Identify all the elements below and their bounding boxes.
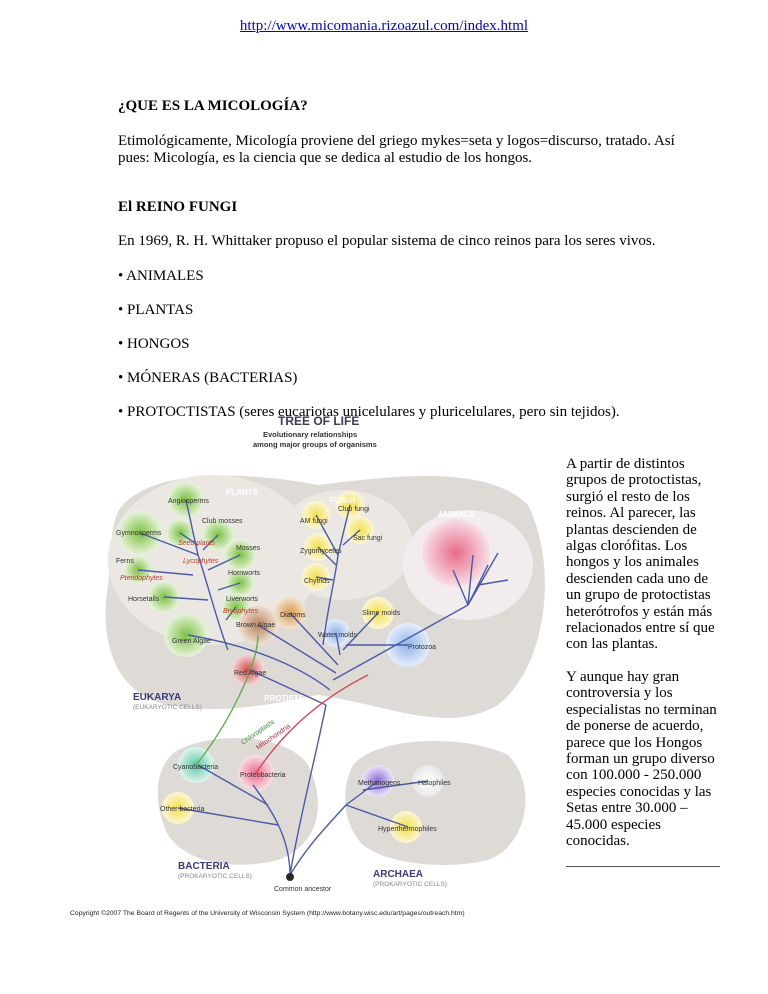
label-am-fungi: AM fungi <box>300 518 328 525</box>
label-seed-plants: Seed plants <box>178 540 215 547</box>
label-plants: PLANTS <box>226 488 259 497</box>
tree-subtitle-2: among major groups of organisms <box>253 440 377 449</box>
label-sac-fungi: Sac fungi <box>353 535 383 542</box>
label-hyperthermophiles: Hyperthermophiles <box>378 826 437 833</box>
label-club-mosses: Club mosses <box>202 518 243 525</box>
label-mosses: Mosses <box>236 545 261 552</box>
label-diatoms: Diatoms <box>280 612 306 619</box>
label-water-molds: Water molds <box>318 632 358 639</box>
label-liverworts: Liverworts <box>226 596 258 603</box>
list-item: • ANIMALES <box>118 268 204 284</box>
horizontal-rule <box>566 866 720 867</box>
label-proteobacteria: Proteobacteria <box>240 772 286 779</box>
label-protists: PROTISTS <box>264 694 305 703</box>
label-methanogens: Methanogens <box>358 780 401 787</box>
section-title-reino-fungi: El REINO FUNGI <box>118 199 238 215</box>
archaea-region <box>345 741 526 865</box>
label-lycophytes: Lycophytes <box>183 558 219 565</box>
label-bryophytes: Bryophytes <box>223 608 259 615</box>
label-club-fungi: Club fungi <box>338 506 370 513</box>
section-title-micologia: ¿QUE ES LA MICOLOGÍA? <box>118 98 308 114</box>
paragraph-etimologia: Etimológicamente, Micología proviene del… <box>118 133 675 166</box>
label-bacteria: BACTERIA <box>178 861 230 872</box>
page-url-link[interactable]: http://www.micomania.rizoazul.com/index.… <box>239 18 529 34</box>
label-gymnosperms: Gymnosperms <box>116 530 162 537</box>
side-column: A partir de distintos grupos de protocti… <box>566 456 726 865</box>
side-paragraph-2: Y aunque hay gran controversia y los esp… <box>566 668 717 849</box>
label-red-algae: Red Algae <box>234 670 266 677</box>
label-eukarya: EUKARYA <box>133 692 181 703</box>
chloroplast-line <box>195 634 259 766</box>
label-pteridophytes: Pteridophytes <box>120 575 163 582</box>
tree-of-life-figure: TREE OF LIFE Evolutionary relationships … <box>70 414 545 917</box>
label-hornworts: Hornworts <box>228 570 260 577</box>
label-bacteria-sub: (PROKARYOTIC CELLS) <box>178 873 252 880</box>
list-item: • PLANTAS <box>118 302 194 318</box>
paragraph-whittaker: En 1969, R. H. Whittaker propuso el popu… <box>118 233 656 249</box>
label-common-ancestor: Common ancestor <box>274 886 332 893</box>
label-slime-molds: Slime molds <box>362 610 401 617</box>
label-green-algae: Green Algae <box>172 638 211 645</box>
label-zygomycetes: Zygomycetes <box>300 548 342 555</box>
label-brown-algae: Brown Algae <box>236 622 275 629</box>
label-animals: ANIMALS <box>438 510 475 519</box>
label-horsetails: Horsetails <box>128 596 160 603</box>
tree-subtitle-1: Evolutionary relationships <box>263 430 357 439</box>
label-cyanobacteria: Cyanobacteria <box>173 764 218 771</box>
list-item: • MÓNERAS (BACTERIAS) <box>118 370 298 386</box>
label-other-bacteria: Other bacteria <box>160 806 204 813</box>
tree-title: TREE OF LIFE <box>278 414 359 428</box>
list-item: • HONGOS <box>118 336 190 352</box>
label-ferns: Ferns <box>116 558 134 565</box>
tree-branches <box>137 499 509 876</box>
label-archaea-sub: (PROKARYOTIC CELLS) <box>373 881 447 888</box>
label-archaea: ARCHAEA <box>373 869 423 880</box>
label-fungi: FUNGI <box>330 496 355 505</box>
figure-copyright: Copyright ©2007 The Board of Regents of … <box>70 909 465 917</box>
side-paragraph-1: A partir de distintos grupos de protocti… <box>566 456 715 653</box>
list-item: • PROTOCTISTAS (seres eucariotas unicelu… <box>118 404 620 420</box>
label-chytrids: Chytrids <box>304 578 330 585</box>
label-angiosperms: Angiosperms <box>168 498 209 505</box>
label-eukarya-sub: (EUKARYOTIC CELLS) <box>133 704 202 711</box>
mitochondria-line <box>255 674 369 774</box>
label-halophiles: Halophiles <box>418 780 451 787</box>
label-protozoa: Protozoa <box>408 644 436 651</box>
